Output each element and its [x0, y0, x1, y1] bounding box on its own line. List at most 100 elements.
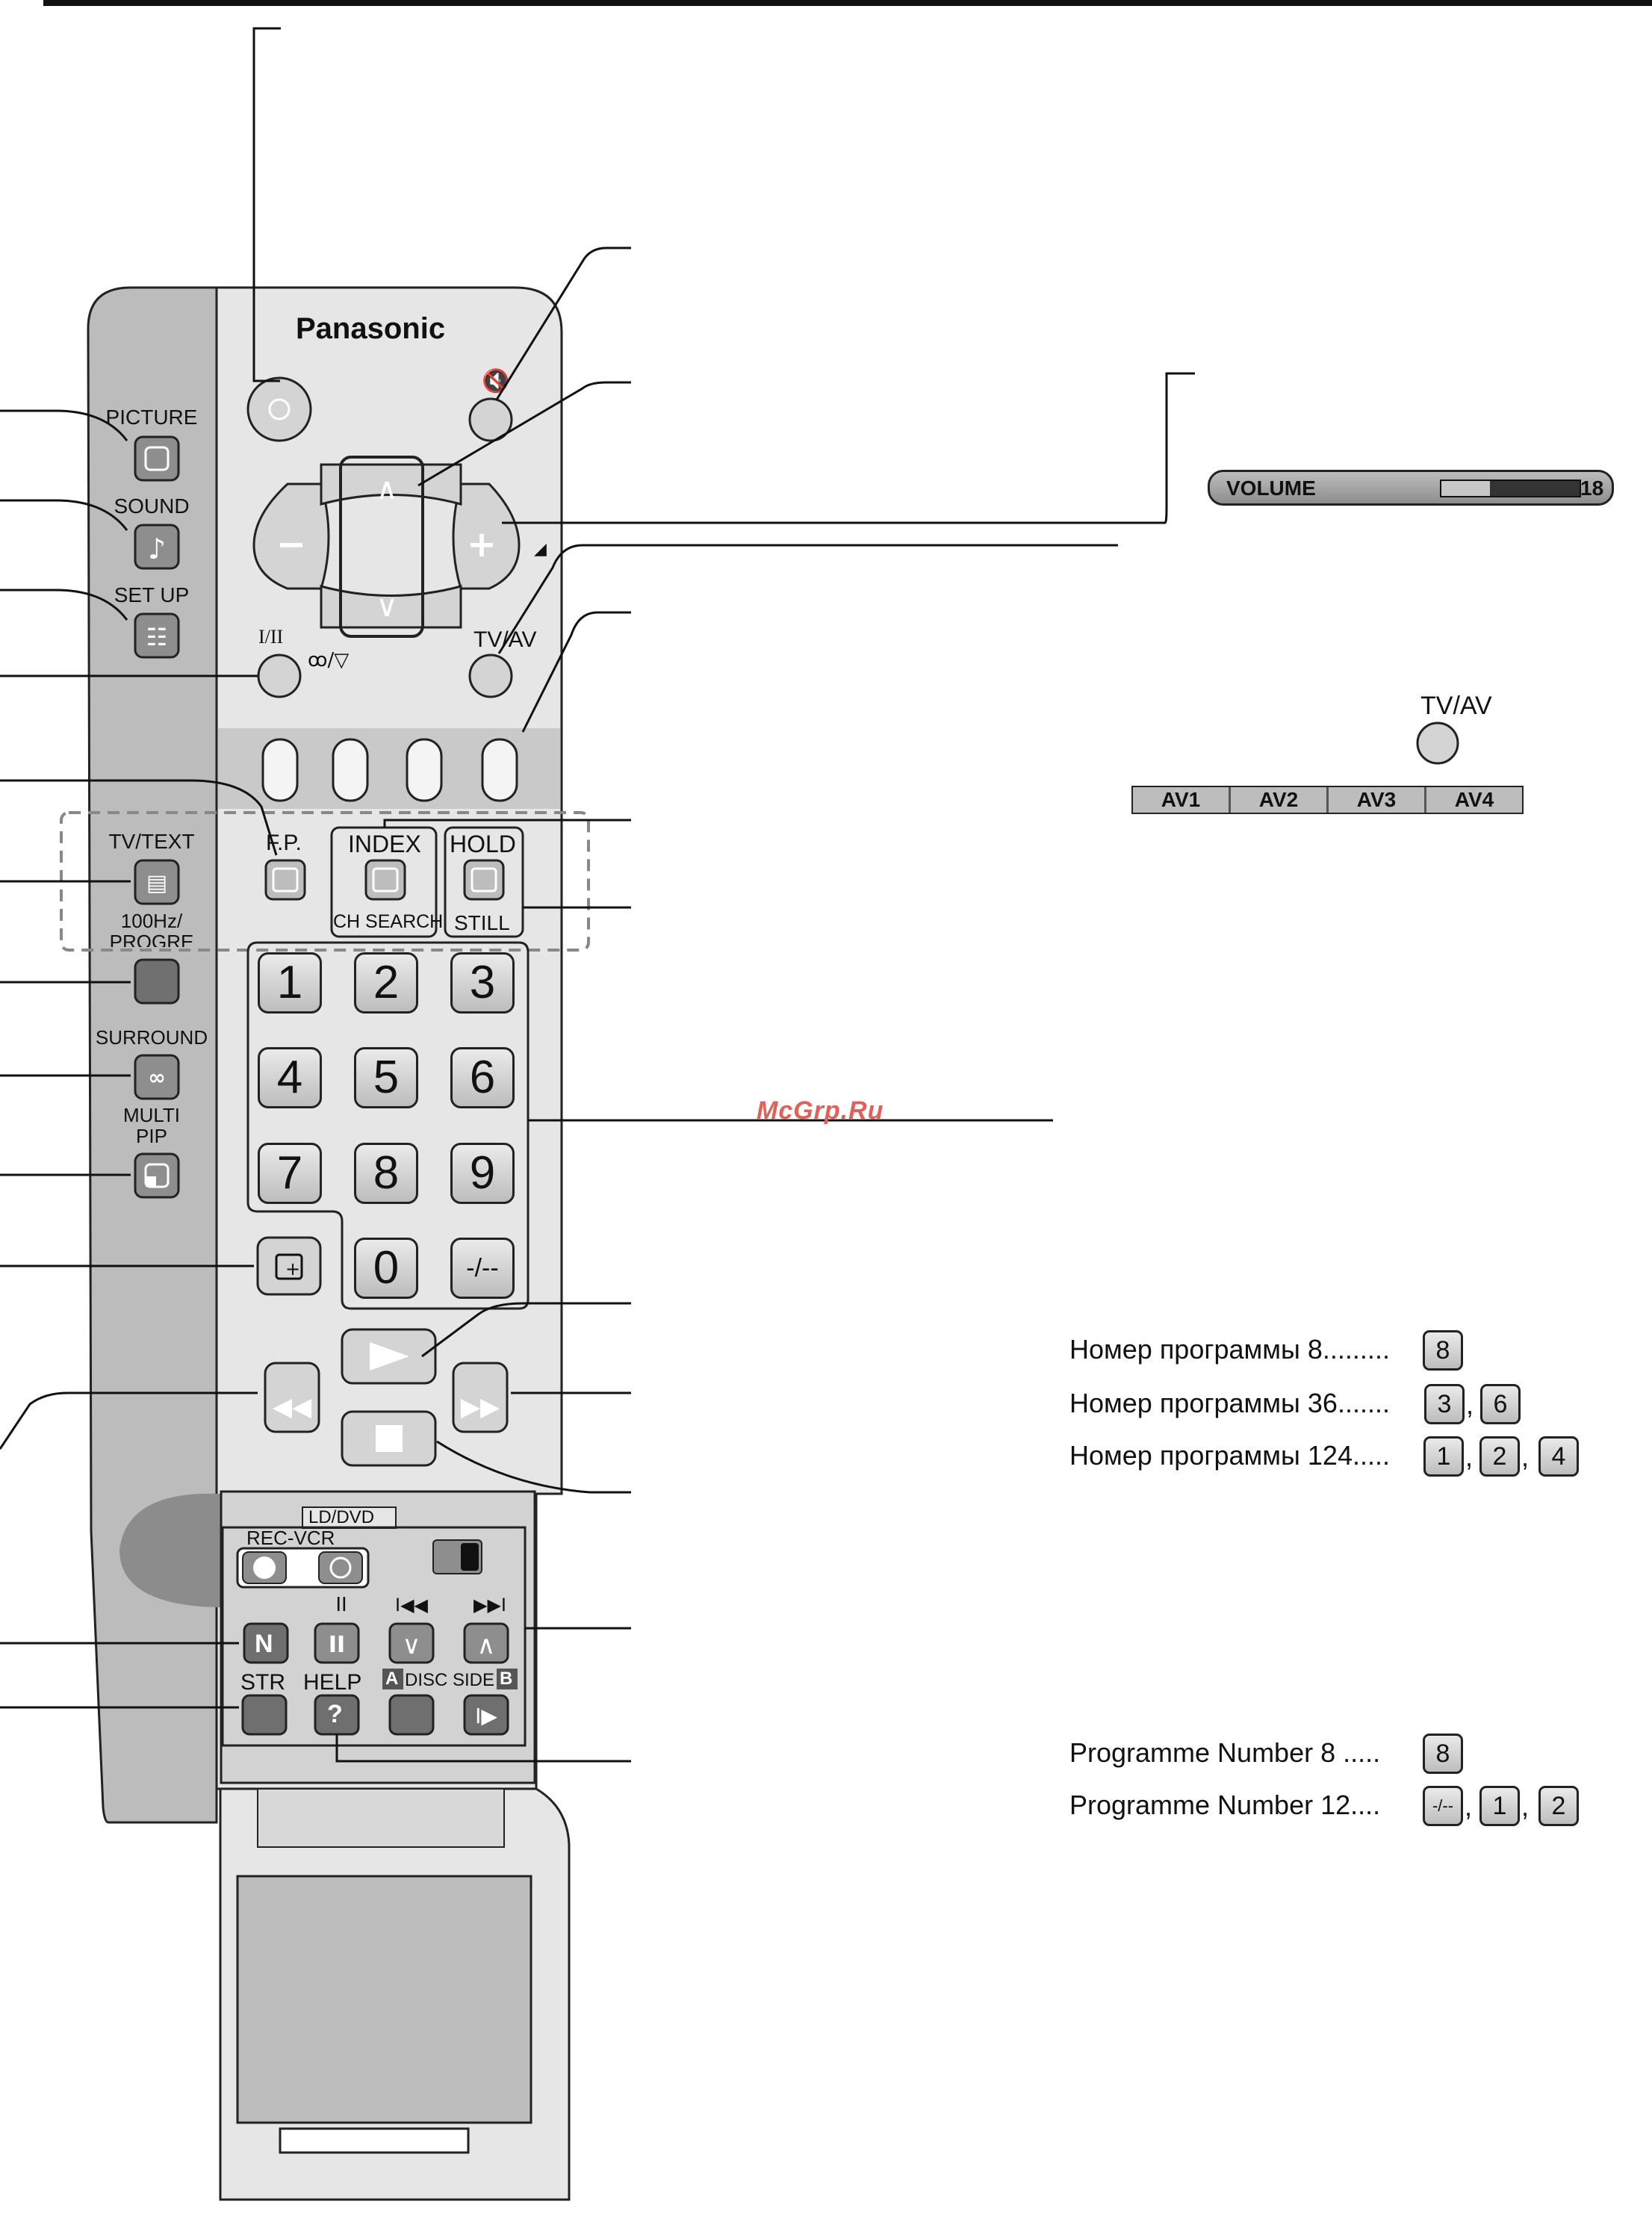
example-en-1-key-1: 8: [1423, 1734, 1463, 1774]
example-ru-1-text: Номер программы 8.........: [1069, 1334, 1390, 1365]
brand-logo: Panasonic: [296, 312, 446, 345]
vcr-panel-frame: [221, 1526, 527, 1747]
vcr-power-icon: [329, 1557, 352, 1579]
volume-display: VOLUME 18: [1208, 470, 1614, 506]
av-mode-4: AV4: [1426, 787, 1522, 813]
help-label: HELP: [303, 1670, 362, 1695]
disc-side-label: DISC SIDE: [405, 1670, 495, 1690]
chevron-down-icon: ∨: [403, 1630, 421, 1660]
slow-button[interactable]: [463, 1694, 509, 1736]
red-key[interactable]: [261, 738, 299, 802]
fast-forward-button[interactable]: [452, 1362, 509, 1433]
dpad-center: [339, 456, 424, 638]
record-icon: [253, 1557, 276, 1579]
str-label: STR: [240, 1670, 285, 1695]
play-icon: [370, 1342, 409, 1371]
stereo-button[interactable]: [257, 654, 302, 698]
hold-box: [444, 826, 524, 938]
volume-down-button[interactable]: [252, 482, 330, 590]
stereo-label: I/II: [258, 626, 284, 648]
digit-4-key[interactable]: 4: [258, 1047, 322, 1108]
volume-bar-fill: [1441, 481, 1490, 496]
volume-value: 18: [1580, 477, 1604, 500]
info-icon: [275, 1253, 303, 1280]
tv-av-button[interactable]: [468, 654, 513, 698]
digit-6-key[interactable]: 6: [450, 1047, 515, 1108]
volume-up-button[interactable]: [452, 482, 521, 590]
sound-label: SOUND: [114, 494, 190, 518]
volume-down-icon: −: [276, 524, 306, 565]
sound-button[interactable]: [134, 524, 180, 570]
dvd-tab: [302, 1506, 397, 1529]
example-ru-2-key-2: 6: [1480, 1384, 1521, 1424]
skip-back-button[interactable]: [388, 1622, 435, 1664]
n-button[interactable]: [243, 1622, 289, 1664]
stop-icon: [376, 1425, 403, 1452]
digit-8-key[interactable]: 8: [354, 1143, 418, 1204]
multi-pip-button[interactable]: [134, 1152, 180, 1199]
hold-label: HOLD: [450, 831, 516, 857]
side-a-tag: [382, 1669, 403, 1689]
picture-icon: [144, 446, 170, 471]
disc-side-a-button[interactable]: [388, 1694, 435, 1736]
digit-9-key[interactable]: 9: [450, 1143, 515, 1204]
tv-av-panel-button[interactable]: [1415, 721, 1460, 766]
av-mode-1: AV1: [1133, 787, 1231, 813]
example-ru-3-key-3: 4: [1538, 1436, 1579, 1477]
flip-cover-bottom-slot: [279, 2127, 470, 2154]
channel-down-button[interactable]: [320, 585, 462, 629]
pip-icon: [144, 1163, 170, 1188]
picture-label: PICTURE: [105, 406, 198, 429]
example-ru-3-key-2: 2: [1479, 1436, 1520, 1477]
picture-button[interactable]: [134, 435, 180, 482]
hz100-label-line1: 100Hz/: [120, 910, 183, 932]
dash-key[interactable]: -/--: [450, 1238, 515, 1299]
tv-text-label: TV/TEXT: [108, 830, 195, 853]
green-key[interactable]: [332, 738, 369, 802]
fp-button[interactable]: [264, 859, 306, 901]
channel-up-button[interactable]: [320, 463, 462, 506]
side-b-label: B: [500, 1669, 513, 1689]
vcr-power-button[interactable]: [318, 1551, 363, 1584]
av-mode-3: AV3: [1329, 787, 1426, 813]
numpad-frame: [246, 941, 530, 1310]
yellow-key[interactable]: [406, 738, 443, 802]
hz100-button[interactable]: [134, 958, 180, 1005]
ld-dvd-label: LD/DVD: [308, 1507, 375, 1527]
multi-label-line2: PIP: [136, 1125, 167, 1147]
volume-label: VOLUME: [1226, 477, 1316, 500]
pause-button[interactable]: [314, 1622, 360, 1664]
str-button[interactable]: [241, 1694, 288, 1736]
tv-av-panel-label: TV/AV: [1420, 692, 1492, 720]
digit-1-key[interactable]: 1: [258, 952, 322, 1014]
chevron-up-icon: ∧: [477, 1630, 496, 1660]
power-button[interactable]: [246, 376, 312, 442]
digit-2-key[interactable]: 2: [354, 952, 418, 1014]
tv-text-button[interactable]: [134, 859, 180, 905]
help-question-icon: ?: [327, 1700, 343, 1728]
volume-up-icon: +: [467, 524, 497, 565]
ch-search-label: CH SEARCH: [333, 911, 444, 932]
index-button[interactable]: [364, 859, 406, 901]
info-plus-icon: +: [285, 1259, 300, 1279]
n-button-label: N: [255, 1630, 273, 1658]
info-button[interactable]: [256, 1236, 322, 1296]
setup-button[interactable]: [134, 612, 180, 659]
av-mode-2: AV2: [1231, 787, 1329, 813]
surround-button[interactable]: [134, 1054, 180, 1100]
rewind-button[interactable]: [264, 1362, 320, 1433]
digit-3-key[interactable]: 3: [450, 952, 515, 1014]
mute-button[interactable]: [468, 397, 513, 442]
digit-5-key[interactable]: 5: [354, 1047, 418, 1108]
skip-forward-button[interactable]: [463, 1622, 509, 1664]
blue-key[interactable]: [481, 738, 518, 802]
surround-icon: ∞: [148, 1065, 165, 1090]
sound-mode-icon: ꝏ/▽: [308, 649, 349, 671]
example-ru-3-key-1: 1: [1423, 1436, 1464, 1477]
digit-0-key[interactable]: 0: [354, 1238, 418, 1299]
example-en-2-key-1: -/--: [1423, 1786, 1463, 1826]
digit-7-key[interactable]: 7: [258, 1143, 322, 1204]
grip-recess: [119, 1493, 220, 1607]
hold-button[interactable]: [463, 859, 505, 901]
